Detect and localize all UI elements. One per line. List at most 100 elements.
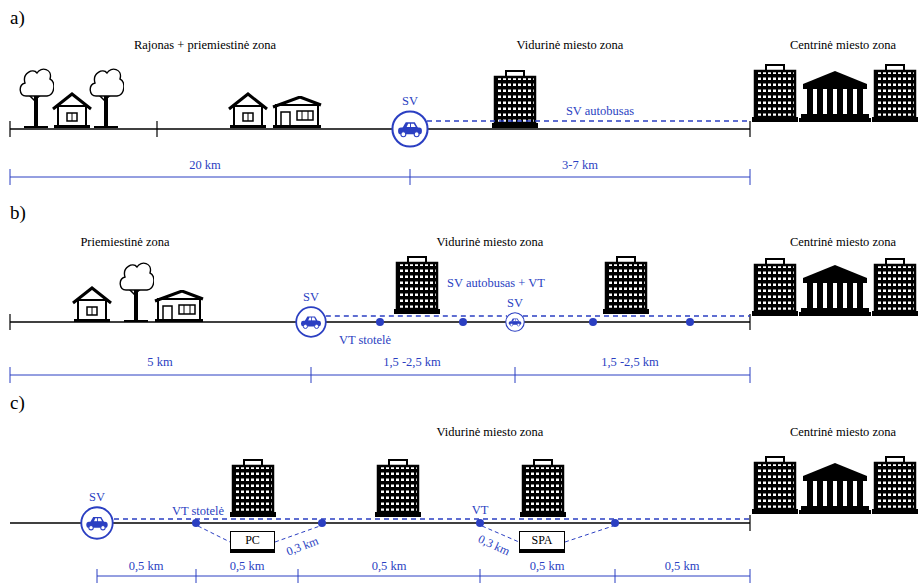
panel-c-art: [10, 457, 918, 583]
dimension-line: [10, 177, 750, 178]
house-icon: [73, 288, 111, 322]
distance-label: VT: [472, 503, 489, 517]
ring: [506, 313, 525, 332]
distance-label: 5 km: [147, 355, 172, 369]
park-ride-symbol: [391, 110, 429, 148]
car-window: [308, 318, 316, 321]
zone-tick: [9, 314, 10, 330]
house-icon: [273, 97, 321, 128]
building-icon: [375, 460, 421, 517]
distance-label: 0,5 km: [230, 559, 265, 573]
stop-dot: [192, 519, 200, 527]
car-wheel: [401, 132, 406, 137]
panel-a-art: [10, 65, 918, 185]
ring: [392, 111, 427, 146]
transit-route: [114, 518, 750, 519]
tree-icon: [20, 69, 54, 127]
tree-icon: [90, 69, 124, 127]
park-ride-symbol: [505, 312, 525, 332]
ring: [81, 507, 112, 538]
distance-label: 20 km: [189, 158, 221, 172]
tree-icon: [120, 263, 154, 321]
stop-dot: [459, 318, 467, 326]
car-cabin: [402, 122, 418, 128]
car-window: [94, 518, 102, 521]
dimension-tick: [10, 367, 11, 383]
node-label: SV: [89, 490, 105, 504]
bus-route-connector: [326, 315, 507, 316]
zone-label: Centrinė miesto zona: [790, 38, 896, 52]
platform-box: PC: [230, 531, 275, 553]
stop-dot: [376, 318, 384, 326]
distance-label: SV autobusas: [566, 104, 634, 118]
park-ride-node: SV: [80, 506, 114, 540]
car-wheel: [101, 525, 105, 529]
zone-tick: [156, 121, 157, 137]
car-wheel: [414, 132, 419, 137]
car-wheel: [517, 323, 520, 326]
building-icon: [603, 257, 649, 314]
distance-label: 0,3 km: [476, 533, 512, 560]
dimension-line: [10, 375, 750, 376]
park-ride-symbol: [295, 306, 327, 338]
car-cabin: [90, 517, 104, 522]
distance-label: 0,3 km: [285, 535, 321, 560]
dimension-tick: [615, 569, 616, 583]
zone-label: Centrinė miesto zona: [790, 425, 896, 439]
node-label: SPA: [532, 533, 553, 547]
dimension-tick: [97, 569, 98, 583]
dimension-tick: [480, 569, 481, 583]
distance-label: 0,5 km: [665, 559, 700, 573]
node-label: PC: [245, 533, 260, 547]
distance-label: VT stotelė: [172, 504, 224, 518]
building-icon: [394, 257, 440, 314]
car-wheel: [303, 324, 307, 328]
panel-letter: b): [10, 202, 26, 224]
zone-label: Vidurinė miesto zona: [517, 38, 624, 52]
dimension-tick: [311, 367, 312, 383]
zone-label: Vidurinė miesto zona: [437, 425, 544, 439]
distance-label: 0,5 km: [372, 559, 407, 573]
building-icon: [492, 71, 538, 128]
car-cabin: [511, 319, 519, 322]
zone-label: Vidurinė miesto zona: [437, 235, 544, 249]
distance-label: VT stotelė: [339, 333, 391, 347]
ring: [296, 307, 326, 337]
car-cabin: [305, 316, 318, 321]
stop-dot: [589, 318, 597, 326]
dimension-tick: [750, 569, 751, 583]
dimension-tick: [298, 569, 299, 583]
dimension-tick: [196, 569, 197, 583]
walk-path: [565, 526, 613, 542]
city-centre-icon: [752, 65, 918, 122]
dimension-line: [97, 576, 750, 577]
walk-path: [198, 526, 230, 542]
distance-label: 0,5 km: [530, 559, 565, 573]
dimension-tick: [515, 367, 516, 383]
node-label: SV: [303, 290, 319, 304]
zone-axis: [10, 522, 750, 524]
distance-label: 1,5 -2,5 km: [383, 355, 441, 369]
panel-letter: c): [10, 392, 25, 414]
zone-label: Rajonas + priemiestinė zona: [134, 38, 276, 52]
bus-route: [427, 120, 750, 121]
city-centre-icon: [752, 457, 918, 514]
building-icon: [520, 460, 566, 517]
city-centre-icon: [752, 259, 918, 316]
car-wheel: [89, 525, 93, 529]
distance-label: SV autobusas + VT: [447, 276, 545, 290]
house-icon: [53, 94, 91, 128]
zone-tick: [749, 515, 750, 531]
park-ride-node: SV: [505, 312, 525, 332]
zone-tick: [749, 121, 750, 137]
bus-route: [523, 315, 750, 316]
zone-label: Priemiestinė zona: [80, 235, 169, 249]
panel-letter: a): [10, 7, 25, 29]
zone-label: Centrinė miesto zona: [790, 235, 896, 249]
dimension-tick: [10, 169, 11, 185]
stop-dot: [318, 519, 326, 527]
car-window: [513, 319, 518, 321]
zone-axis: [10, 128, 750, 130]
car-wheel: [510, 323, 513, 326]
